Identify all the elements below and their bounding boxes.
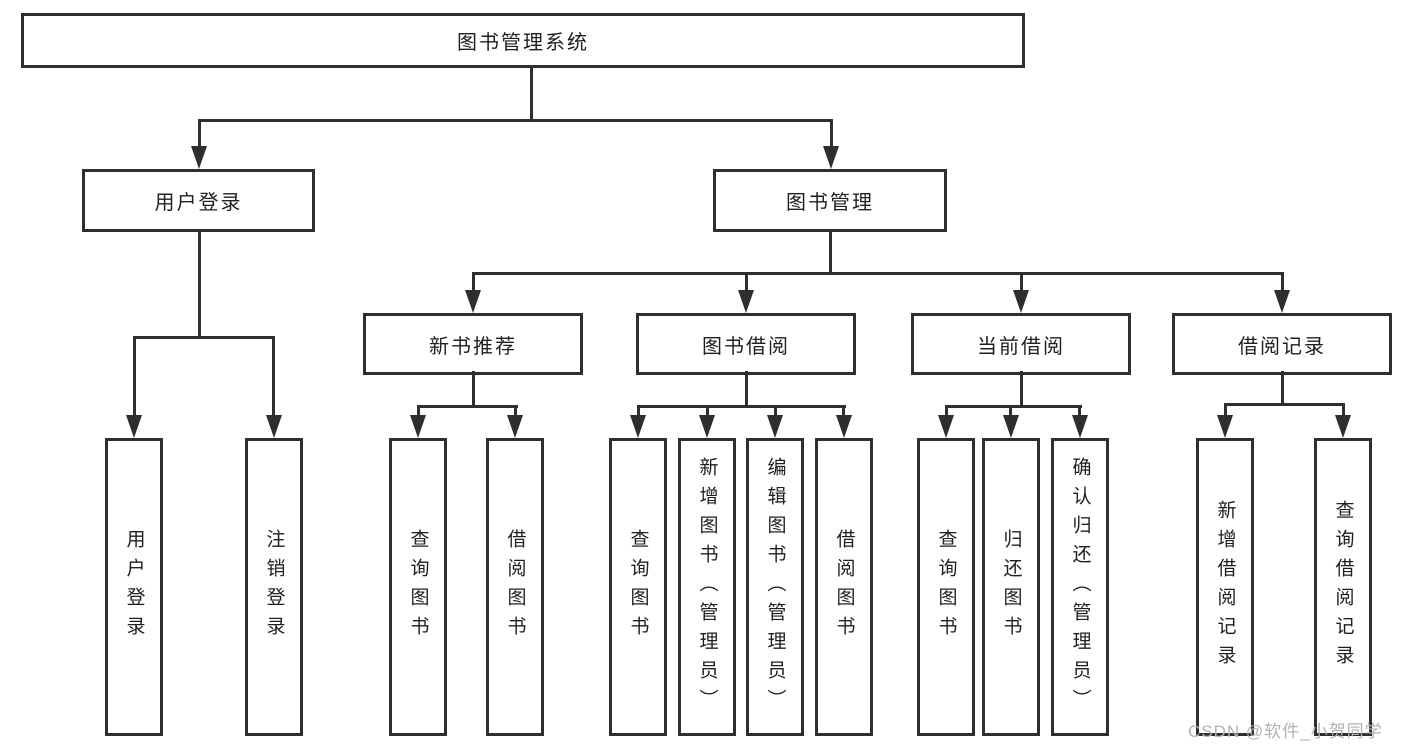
- line: [417, 405, 518, 408]
- leaf-return-books: 归还图书: [982, 438, 1040, 736]
- line: [1020, 371, 1023, 405]
- line: [842, 405, 845, 417]
- line: [945, 405, 948, 417]
- leaf-query-books-current: 查询图书: [917, 438, 975, 736]
- line: [830, 119, 833, 147]
- leaf-add-book-admin: 新增图书（管理员）: [678, 438, 736, 736]
- line: [1078, 405, 1081, 417]
- line: [472, 371, 475, 405]
- leaf-user-login-label: 用户登录: [123, 529, 145, 645]
- leaf-borrow-books-recommend: 借阅图书: [486, 438, 544, 736]
- line: [133, 336, 275, 339]
- node-new-book-recommendation: 新书推荐: [363, 313, 583, 375]
- arrowhead-down: [1003, 415, 1019, 438]
- line: [514, 405, 517, 417]
- line: [530, 66, 533, 119]
- line: [1342, 403, 1345, 417]
- leaf-query-books-recommend: 查询图书: [389, 438, 447, 736]
- arrowhead-down: [738, 290, 754, 313]
- node-book-borrowing: 图书借阅: [636, 313, 856, 375]
- leaf-confirm-return-admin: 确认归还（管理员）: [1051, 438, 1109, 736]
- arrowhead-down: [630, 415, 646, 438]
- arrowhead-down: [465, 290, 481, 313]
- arrowhead-down: [767, 415, 783, 438]
- leaf-add-borrow-record: 新增借阅记录: [1196, 438, 1254, 736]
- arrowhead-down: [410, 415, 426, 438]
- node-book-borrowing-label: 图书借阅: [702, 335, 790, 358]
- arrowhead-down: [1274, 290, 1290, 313]
- node-book-management: 图书管理: [713, 169, 947, 232]
- line: [1281, 371, 1284, 403]
- node-borrowing-records: 借阅记录: [1172, 313, 1392, 375]
- node-root-label: 图书管理系统: [457, 32, 589, 54]
- node-current-borrowing-label: 当前借阅: [977, 335, 1065, 358]
- leaf-user-login: 用户登录: [105, 438, 163, 736]
- line: [945, 405, 1082, 408]
- line: [637, 405, 846, 408]
- arrowhead-down: [836, 415, 852, 438]
- node-current-borrowing: 当前借阅: [911, 313, 1131, 375]
- leaf-add-borrow-record-label: 新增借阅记录: [1214, 500, 1236, 674]
- leaf-query-books-borrowing-label: 查询图书: [627, 529, 649, 645]
- line: [774, 405, 777, 417]
- arrowhead-down: [699, 415, 715, 438]
- node-book-management-label: 图书管理: [786, 192, 874, 214]
- leaf-borrow-books-recommend-label: 借阅图书: [504, 529, 526, 645]
- leaf-return-books-label: 归还图书: [1000, 529, 1022, 645]
- line: [745, 371, 748, 405]
- arrowhead-down: [191, 146, 207, 169]
- line: [1224, 403, 1227, 417]
- arrowhead-down: [507, 415, 523, 438]
- line: [198, 119, 201, 147]
- line: [417, 405, 420, 417]
- arrowhead-down: [266, 415, 282, 438]
- leaf-query-books-borrowing: 查询图书: [609, 438, 667, 736]
- arrowhead-down: [1013, 290, 1029, 313]
- arrowhead-down: [823, 146, 839, 169]
- line: [706, 405, 709, 417]
- line: [472, 272, 475, 292]
- line: [829, 230, 832, 272]
- arrowhead-down: [126, 415, 142, 438]
- line: [272, 336, 275, 415]
- leaf-logout-label: 注销登录: [263, 529, 285, 645]
- leaf-query-borrow-record: 查询借阅记录: [1314, 438, 1372, 736]
- arrowhead-down: [1217, 415, 1233, 438]
- line: [198, 230, 201, 336]
- leaf-confirm-return-admin-label: 确认归还（管理员）: [1069, 456, 1091, 718]
- line: [1281, 272, 1284, 292]
- line: [1020, 272, 1023, 292]
- leaf-logout: 注销登录: [245, 438, 303, 736]
- line: [198, 119, 833, 122]
- line: [133, 336, 136, 415]
- leaf-query-books-recommend-label: 查询图书: [407, 529, 429, 645]
- leaf-add-book-admin-label: 新增图书（管理员）: [696, 456, 718, 718]
- node-new-book-recommendation-label: 新书推荐: [429, 335, 517, 358]
- line: [745, 272, 748, 292]
- node-root: 图书管理系统: [21, 13, 1025, 68]
- line: [472, 272, 1284, 275]
- leaf-edit-book-admin: 编辑图书（管理员）: [746, 438, 804, 736]
- leaf-query-borrow-record-label: 查询借阅记录: [1332, 500, 1354, 674]
- arrowhead-down: [938, 415, 954, 438]
- node-user-login-label: 用户登录: [154, 192, 243, 214]
- watermark: CSDN @软件_小贺同学: [1188, 722, 1383, 741]
- line: [1009, 405, 1012, 417]
- leaf-borrow-books-borrowing-label: 借阅图书: [833, 529, 855, 645]
- line: [637, 405, 640, 417]
- node-user-login: 用户登录: [82, 169, 315, 232]
- leaf-query-books-current-label: 查询图书: [935, 529, 957, 645]
- leaf-edit-book-admin-label: 编辑图书（管理员）: [764, 456, 786, 718]
- arrowhead-down: [1072, 415, 1088, 438]
- node-borrowing-records-label: 借阅记录: [1238, 335, 1326, 358]
- leaf-borrow-books-borrowing: 借阅图书: [815, 438, 873, 736]
- line: [1224, 403, 1345, 406]
- arrowhead-down: [1335, 415, 1351, 438]
